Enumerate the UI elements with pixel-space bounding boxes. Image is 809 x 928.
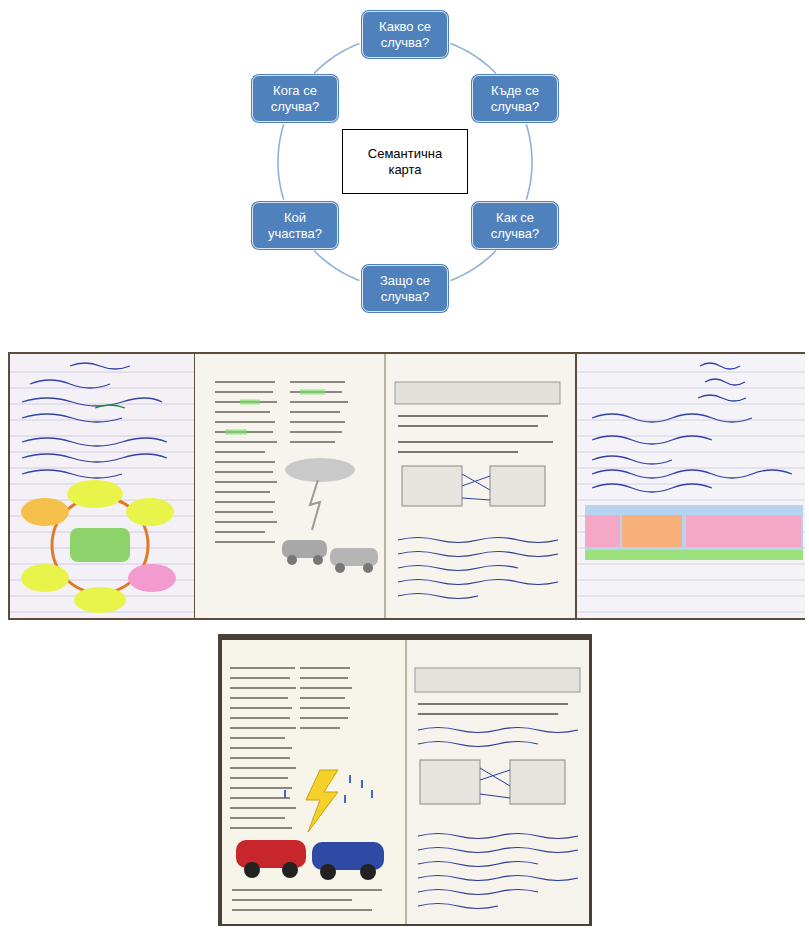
color-band [585, 515, 620, 547]
question-box: Защо се случва? [362, 265, 448, 312]
handwriting [22, 363, 167, 478]
question-box: Къде се случва? [472, 75, 558, 122]
node-text: Какво се случва? [368, 19, 442, 50]
notebook-page-right [577, 354, 805, 618]
notebook-page-left [10, 354, 194, 618]
center-box: Семантична карта [342, 129, 468, 194]
print-lines [418, 704, 568, 714]
ruled-lines [10, 372, 194, 612]
paper [195, 354, 575, 618]
task-box [395, 382, 560, 404]
node-text: Кой участва? [258, 210, 332, 241]
circle-arc [451, 43, 496, 73]
lightning [306, 770, 338, 832]
spine [405, 640, 407, 924]
photo-background [8, 352, 805, 620]
circle-arc [278, 124, 284, 199]
highlight [128, 564, 176, 592]
matching-lines [462, 474, 490, 500]
textbook-spread [195, 354, 575, 618]
handwriting [592, 363, 792, 492]
exercise-table [510, 760, 565, 804]
photo-background [218, 634, 592, 926]
print-lines [398, 416, 553, 452]
exercise-table [402, 466, 462, 506]
highlight [21, 564, 69, 592]
wheel [320, 864, 336, 880]
handwriting [95, 405, 125, 408]
textbook-photo [218, 634, 592, 926]
node-text: Как се случва? [478, 210, 552, 241]
wheel [363, 563, 373, 573]
wheel [244, 862, 260, 878]
wheel [313, 555, 323, 565]
question-box: Кога се случва? [252, 75, 338, 122]
node-text: Защо се случва? [368, 273, 442, 304]
handwriting [418, 728, 578, 747]
highlight [70, 528, 130, 562]
node-text: Семантична карта [351, 146, 459, 177]
lightning [310, 480, 320, 530]
question-box: Как се случва? [472, 202, 558, 249]
circle-arc [314, 43, 359, 73]
highlight [67, 480, 123, 508]
circle-arc [451, 251, 496, 281]
color-band [622, 515, 682, 547]
task-box [415, 668, 580, 692]
node-text: Кога се случва? [258, 83, 332, 114]
car [330, 548, 378, 566]
spine [384, 354, 386, 618]
car [282, 540, 327, 558]
circle-arc [526, 124, 532, 199]
car [312, 842, 384, 870]
highlight [21, 498, 69, 526]
wheel [360, 864, 376, 880]
color-band [585, 505, 803, 555]
highlight [126, 498, 174, 526]
wheel [335, 563, 345, 573]
highlight [74, 587, 126, 613]
color-band [686, 515, 801, 547]
color-band [585, 550, 803, 560]
wheel [282, 862, 298, 878]
node-text: Къде се случва? [478, 83, 552, 114]
question-box: Кой участва? [252, 202, 338, 249]
print-lines [232, 890, 382, 910]
exercise-table [420, 760, 480, 804]
exercise-table [490, 466, 545, 506]
rain [285, 775, 372, 803]
car [236, 840, 306, 868]
paper [10, 354, 194, 618]
matching-lines [480, 768, 510, 798]
highlight [225, 392, 325, 432]
print-lines [230, 668, 352, 828]
handwriting [418, 834, 578, 909]
wheel [287, 555, 297, 565]
ruled-lines [577, 372, 805, 612]
paper [577, 354, 805, 618]
circle-arc [314, 251, 359, 281]
cloud [285, 458, 355, 482]
paper [222, 640, 405, 924]
paper [407, 640, 589, 924]
question-box: Какво се случва? [362, 11, 448, 58]
handwriting [398, 538, 558, 599]
